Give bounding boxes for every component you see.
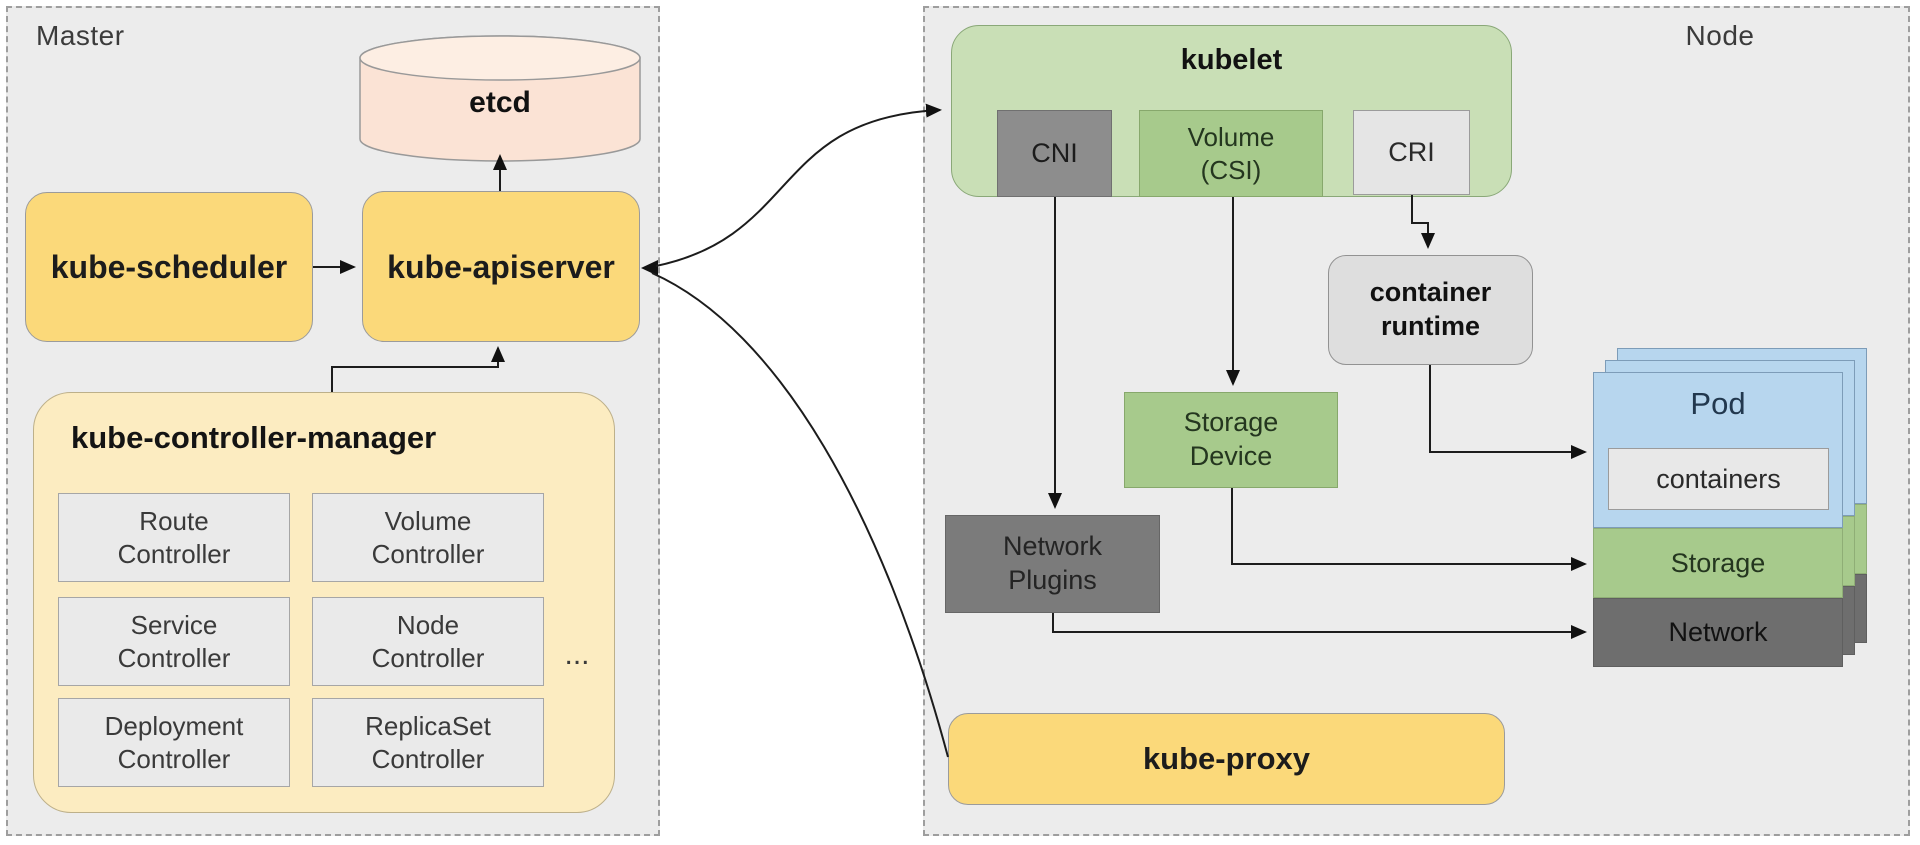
- replicaset-controller-node: ReplicaSet Controller: [312, 698, 544, 787]
- cri-label: CRI: [1388, 136, 1435, 167]
- master-panel-label: Master: [36, 20, 125, 51]
- volume-csi-node: Volume (CSI): [1139, 110, 1323, 197]
- node-panel-label: Node: [1685, 20, 1755, 51]
- edge-apiserver-kubelet-curve: [655, 103, 942, 267]
- kube-scheduler-label: kube-scheduler: [50, 249, 288, 285]
- etcd-label: etcd: [469, 86, 531, 119]
- etcd-cylinder-shape: [359, 35, 641, 162]
- replicaset-controller-label: ReplicaSet Controller: [365, 711, 491, 774]
- service-controller-label: Service Controller: [117, 610, 231, 673]
- container-runtime-label: container runtime: [1369, 277, 1492, 341]
- kube-apiserver-node: kube-apiserver: [362, 191, 640, 342]
- service-controller-node: Service Controller: [58, 597, 290, 686]
- kube-scheduler-node: kube-scheduler: [25, 192, 313, 342]
- storage-device-node: Storage Device: [1124, 392, 1338, 488]
- more-controllers-ellipsis: ...: [564, 638, 590, 671]
- etcd-node: etcd: [359, 34, 641, 164]
- pod-storage-label: Storage: [1670, 547, 1766, 578]
- pod-card-front: Pod containers Storage Network: [1593, 372, 1843, 667]
- kube-apiserver-label: kube-apiserver: [387, 248, 615, 285]
- kube-proxy-label: kube-proxy: [1142, 740, 1311, 776]
- container-runtime-node: container runtime: [1328, 255, 1533, 365]
- volume-controller-node: Volume Controller: [312, 493, 544, 582]
- cni-node: CNI: [997, 110, 1112, 197]
- route-controller-label: Route Controller: [117, 506, 231, 569]
- pod-network-section: Network: [1593, 598, 1843, 667]
- cni-label: CNI: [1031, 137, 1078, 168]
- storage-device-label: Storage Device: [1183, 407, 1279, 471]
- node-controller-label: Node Controller: [371, 610, 485, 673]
- cri-node: CRI: [1353, 110, 1470, 195]
- volume-controller-label: Volume Controller: [371, 506, 485, 569]
- deployment-controller-label: Deployment Controller: [104, 711, 244, 774]
- edge-kubeproxy-apiserver-curve: [651, 272, 949, 758]
- volume-csi-label: Volume (CSI): [1187, 122, 1275, 185]
- pod-label: Pod: [1690, 386, 1746, 421]
- kube-controller-manager-label: kube-controller-manager: [71, 420, 437, 455]
- pod-containers-node: containers: [1608, 448, 1829, 510]
- pod-containers-label: containers: [1656, 463, 1781, 494]
- pod-storage-section: Storage: [1593, 528, 1843, 598]
- network-plugins-node: Network Plugins: [945, 515, 1160, 613]
- kubelet-label: kubelet: [1180, 44, 1283, 76]
- network-plugins-label: Network Plugins: [1002, 531, 1103, 595]
- kube-proxy-node: kube-proxy: [948, 713, 1505, 805]
- deployment-controller-node: Deployment Controller: [58, 698, 290, 787]
- node-controller-node: Node Controller: [312, 597, 544, 686]
- route-controller-node: Route Controller: [58, 493, 290, 582]
- pod-network-label: Network: [1668, 617, 1768, 647]
